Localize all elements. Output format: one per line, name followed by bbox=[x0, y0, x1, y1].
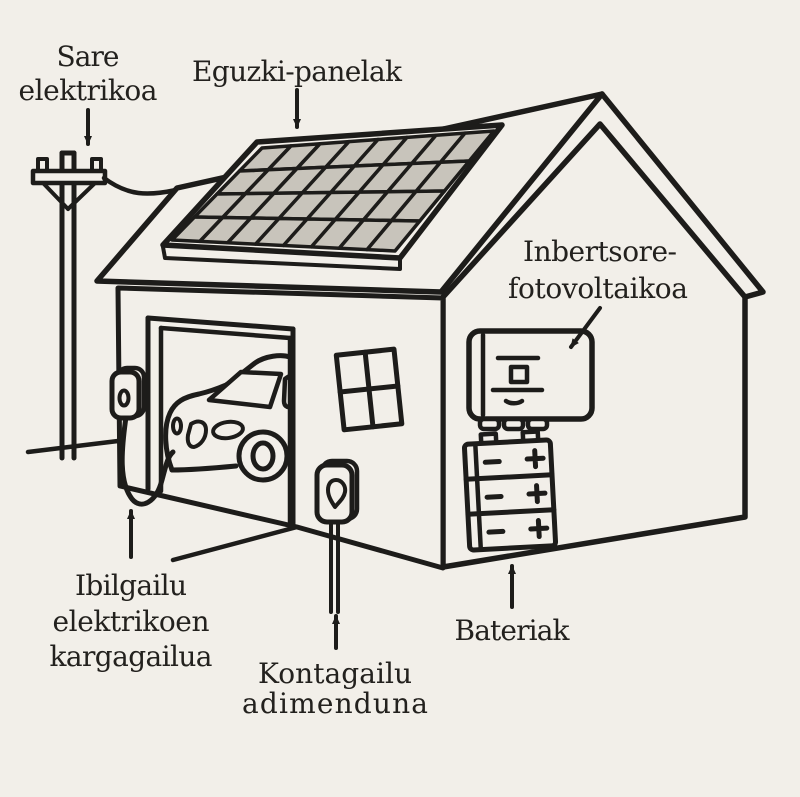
driveway-line bbox=[170, 524, 300, 563]
pole-crossarm bbox=[30, 168, 108, 186]
arrow-to-inverter bbox=[569, 306, 602, 349]
labels: Sare elektrikoa Eguzki-panelak Inbertsor… bbox=[19, 40, 689, 720]
plus-icon bbox=[526, 483, 548, 505]
label-batteries: Bateriak bbox=[455, 614, 571, 647]
car-headlight bbox=[171, 416, 183, 436]
plus-icon bbox=[524, 448, 546, 470]
garage-door-frame bbox=[145, 315, 296, 530]
meter-body bbox=[314, 462, 355, 525]
minus-icon bbox=[484, 493, 504, 500]
label-ev-charger-line1: Ibilgailu bbox=[75, 569, 187, 602]
solar-cell bbox=[365, 218, 422, 253]
car-wheel-hub bbox=[250, 440, 276, 472]
pole-brace-left bbox=[42, 182, 70, 211]
label-grid-line1: Sare bbox=[57, 40, 120, 73]
ev-charger bbox=[109, 365, 176, 507]
minus-icon bbox=[482, 459, 502, 465]
battery-polarity-marks bbox=[482, 448, 550, 540]
window-mullion-horizontal bbox=[337, 383, 401, 395]
plus-icon bbox=[528, 518, 550, 540]
charging-cable bbox=[119, 414, 176, 507]
car-fender-detail bbox=[185, 419, 208, 449]
minus-icon bbox=[486, 528, 506, 535]
power-line-wire bbox=[101, 175, 179, 196]
meter-stand bbox=[329, 520, 340, 614]
car-underside-front bbox=[169, 463, 239, 473]
battery-case bbox=[461, 437, 559, 553]
car-windshield bbox=[206, 369, 284, 410]
inverter-screen bbox=[508, 364, 530, 385]
inverter-connector-2 bbox=[501, 416, 526, 432]
charger-body bbox=[109, 369, 142, 421]
label-smart-meter-line2: adimenduna bbox=[242, 687, 428, 720]
garage-top-inner bbox=[158, 325, 293, 341]
label-grid-line2: elektrikoa bbox=[19, 74, 158, 107]
label-arrows bbox=[84, 88, 602, 650]
label-inverter-line1: Inbertsore- bbox=[523, 235, 677, 268]
solar-panel bbox=[160, 122, 505, 271]
utility-pole bbox=[30, 150, 179, 461]
solar-panel-grid bbox=[170, 129, 496, 253]
garage-top-outer bbox=[145, 315, 296, 332]
car-hood-detail bbox=[211, 419, 245, 441]
roof-gable-edge bbox=[599, 91, 766, 300]
car-wheel bbox=[236, 429, 290, 483]
battery-side-band bbox=[473, 442, 484, 551]
meter-dial bbox=[326, 478, 348, 509]
label-inverter-line2: fotovoltaikoa bbox=[508, 272, 688, 305]
pole-brace-right bbox=[66, 182, 96, 211]
charger-socket bbox=[117, 388, 131, 408]
smart-meter bbox=[314, 458, 360, 614]
battery-cell-dividers bbox=[463, 472, 557, 517]
label-smart-meter-line1: Kontagailu bbox=[258, 657, 412, 690]
inverter bbox=[466, 328, 595, 432]
inverter-connector-3 bbox=[525, 416, 550, 432]
inverter-display-dash bbox=[503, 398, 525, 406]
solar-panel-thickness bbox=[161, 245, 402, 271]
label-ev-charger-line2: elektrikoen bbox=[53, 605, 210, 638]
inverter-connector-1 bbox=[477, 416, 502, 432]
label-solar-panels: Eguzki-panelak bbox=[192, 55, 403, 88]
window bbox=[333, 346, 405, 433]
label-ev-charger-line3: kargagailua bbox=[50, 640, 213, 673]
battery-stack bbox=[461, 429, 559, 553]
